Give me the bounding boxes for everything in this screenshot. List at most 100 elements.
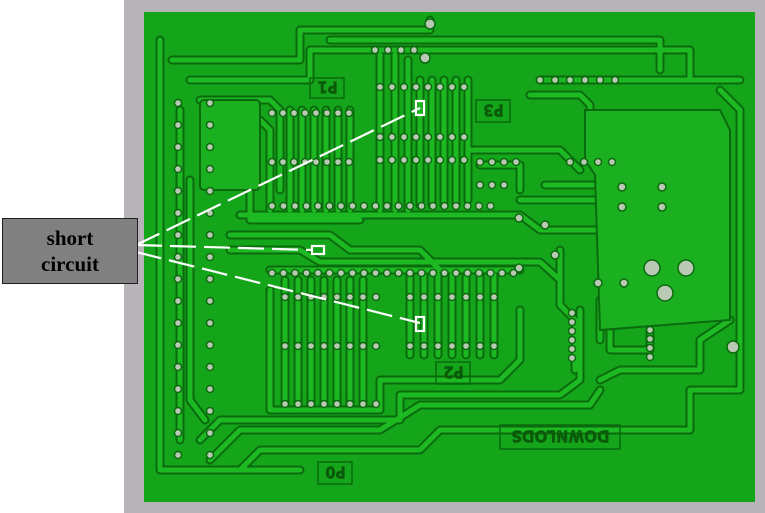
solder-pad — [645, 334, 655, 344]
solder-pad — [173, 186, 183, 196]
solder-pad — [387, 155, 397, 165]
solder-pad — [311, 157, 321, 167]
label-logo: DOWNLODS — [511, 427, 609, 445]
solder-pad — [550, 250, 560, 260]
solder-pad — [535, 75, 545, 85]
solder-pad — [333, 108, 343, 118]
solder-pad — [359, 268, 369, 278]
solder-pad — [302, 201, 311, 211]
solder-pad — [205, 384, 215, 394]
solder-pad — [405, 292, 415, 302]
solder-pad — [382, 201, 392, 211]
solder-pad — [387, 132, 397, 142]
solder-pad — [375, 155, 385, 165]
solder-pad — [451, 268, 461, 278]
solder-pad — [205, 362, 215, 372]
solder-pad — [358, 292, 368, 302]
solder-pad — [486, 268, 495, 278]
solder-pad — [173, 98, 183, 108]
solder-pad — [322, 157, 332, 167]
solder-pad — [475, 341, 485, 351]
solder-pad — [424, 18, 436, 30]
callout-line-1: short — [46, 226, 94, 250]
solder-pad — [280, 399, 290, 409]
solder-pad — [280, 292, 290, 302]
solder-pad — [289, 108, 299, 118]
solder-pad — [300, 108, 310, 118]
solder-pad — [205, 318, 215, 328]
solder-pad — [375, 82, 385, 92]
solder-pad — [290, 201, 300, 211]
solder-pad — [677, 259, 695, 277]
solder-pad — [345, 292, 355, 302]
solder-pad — [336, 201, 346, 211]
solder-pad — [461, 292, 471, 302]
solder-pad — [423, 155, 433, 165]
solder-pad — [332, 292, 342, 302]
solder-pad — [280, 341, 290, 351]
short-circuit-pointers — [135, 99, 426, 333]
solder-pad — [643, 259, 661, 277]
solder-pad — [447, 82, 457, 92]
solder-pad — [617, 182, 627, 192]
solder-pad — [278, 157, 288, 167]
solder-pad — [348, 201, 357, 211]
solder-pad — [463, 268, 472, 278]
solder-pad — [173, 428, 183, 438]
solder-pad — [435, 155, 445, 165]
solder-pad — [205, 450, 215, 460]
solder-pad — [205, 98, 215, 108]
solder-pad — [173, 384, 183, 394]
solder-pad — [565, 75, 575, 85]
solder-pad — [345, 341, 355, 351]
silkscreen: P1 P3 P2 P0 DOWNLODS — [309, 77, 621, 485]
solder-pad — [419, 292, 429, 302]
solder-pad — [205, 428, 215, 438]
solder-pad — [567, 344, 577, 354]
solder-pad — [302, 268, 311, 278]
solder-pad — [336, 268, 346, 278]
solder-pad — [371, 341, 381, 351]
solder-pad — [173, 230, 183, 240]
solder-pad — [567, 326, 577, 336]
solder-pad — [435, 132, 445, 142]
solder-pad — [371, 292, 381, 302]
solder-pad — [428, 201, 438, 211]
solder-pad — [607, 157, 617, 167]
solder-pad — [399, 132, 409, 142]
solder-pad — [371, 399, 381, 409]
solder-pad — [322, 108, 332, 118]
solder-pad — [394, 201, 403, 211]
solder-pad — [399, 155, 409, 165]
solder-pad — [173, 450, 183, 460]
solder-pad — [344, 157, 354, 167]
solder-pad — [417, 268, 426, 278]
solder-pad — [396, 45, 406, 55]
short-marker-bottom — [414, 315, 426, 333]
solder-pad — [645, 343, 655, 353]
solder-pad — [433, 292, 443, 302]
solder-pad — [332, 341, 342, 351]
solder-pad — [540, 220, 550, 230]
solder-pad — [319, 399, 329, 409]
short-circuit-callout: short circuit — [2, 218, 138, 284]
solder-pad — [447, 155, 457, 165]
solder-pad — [423, 82, 433, 92]
solder-pad — [459, 155, 469, 165]
label-p1: P1 — [317, 78, 338, 96]
solder-pad — [405, 201, 415, 211]
solder-pad — [486, 201, 495, 211]
solder-pad — [645, 325, 655, 335]
solder-pad — [619, 278, 629, 288]
solder-pad — [279, 201, 288, 211]
solder-pad — [279, 268, 288, 278]
solder-pad — [617, 202, 627, 212]
solder-pad — [419, 52, 431, 64]
solder-pad — [344, 108, 354, 118]
solder-pad — [447, 132, 457, 142]
solder-pad — [371, 268, 380, 278]
solder-pad — [267, 157, 277, 167]
solder-pad — [358, 341, 368, 351]
solder-pad — [417, 201, 426, 211]
solder-pad — [509, 268, 518, 278]
